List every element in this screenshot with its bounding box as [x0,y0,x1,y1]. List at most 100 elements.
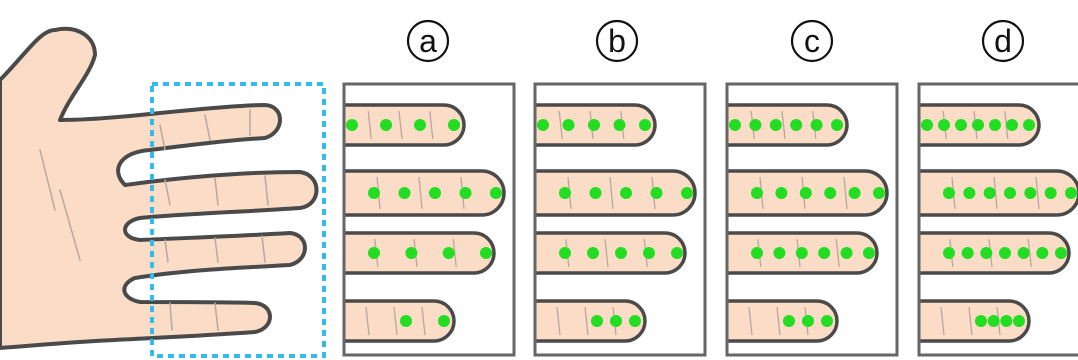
panel-label: d [994,23,1012,59]
crease-line [164,239,169,263]
sensor-dot [438,315,450,327]
sensor-dot [961,247,974,259]
sensor-dot [873,187,885,199]
sensor-dot [975,315,987,327]
sensor-dot [799,187,812,199]
sensor-dot [562,119,575,131]
crease-line [169,302,173,331]
finger-crease [558,110,563,140]
finger-crease [367,110,372,140]
sensor-dot [831,119,843,131]
finger-crease [748,306,753,336]
sensor-dot [671,247,683,259]
sensor-dot [1000,315,1013,327]
sensor-dot [818,247,831,259]
sensor-dot [681,187,693,199]
sensor-dot [775,187,788,199]
sensor-dot [999,247,1011,259]
sensor-dot [1013,315,1025,327]
label-circle [595,19,639,63]
sensor-dot [442,247,455,259]
sensor-dot [429,187,441,199]
sensor-dot [921,119,933,131]
sensor-dot [368,187,380,199]
panel-frame [533,82,707,357]
sensor-dot [783,315,795,327]
sensor-dot [802,315,814,327]
sensor-dot [405,247,418,259]
finger [535,231,687,275]
sensor-dot [368,247,380,259]
finger-crease [1035,176,1040,210]
panel-fingers [535,84,705,355]
finger [344,169,506,217]
sensor-dot [1036,247,1049,259]
sensor-dot [749,119,762,131]
sensor-dot [629,315,641,327]
panel-label: b [608,23,626,59]
finger [344,103,466,147]
sensor-dot [613,119,626,131]
selection-box [150,82,326,358]
sensor-dot [615,247,627,259]
finger-crease [843,176,848,210]
sensor-dot [1044,187,1057,199]
panel-frame [342,82,516,357]
finger [535,299,647,343]
sensor-dot [863,247,875,259]
crease-line [59,189,81,261]
finger-crease [365,306,370,336]
finger-crease [781,110,786,140]
panel-label: c [804,23,820,59]
panel-frame [725,82,899,357]
hand-creases [39,109,269,331]
sensor-dot [346,119,358,131]
crease-line [159,124,166,151]
sensor-dot [380,119,392,131]
panel-d: d [917,19,1078,357]
finger-crease [604,238,609,268]
finger-crease [835,238,840,268]
panel-fingers [344,84,514,355]
sensor-dot [559,187,571,199]
finger-crease [1027,238,1032,268]
panel-fingers [919,84,1078,355]
crease-line [204,114,211,141]
sensor-dot [650,187,663,199]
finger-crease [429,110,434,140]
sensor-dot [773,247,786,259]
panel-a: a [342,19,516,357]
crease-line [214,302,219,331]
finger-crease [584,306,589,336]
sensor-dot [943,247,955,259]
sensor-dot [1055,247,1067,259]
sensor-dot [398,187,411,199]
sensor-dot [943,187,955,199]
sensor-dot [1065,187,1077,199]
finger [727,103,849,147]
finger-crease [452,238,457,268]
finger [344,231,496,275]
sensor-dot [989,119,1001,131]
panel-label: a [419,23,437,59]
crease-line [214,177,219,206]
sensor-dot [972,119,984,131]
finger [535,169,697,217]
sensor-dot [751,247,763,259]
panels: a b c d [342,19,1078,357]
crease-line [164,179,171,206]
finger-crease [393,306,398,336]
sensor-dot [414,119,426,131]
crease-line [264,175,269,206]
sensor-dot [795,247,808,259]
sensor-dot [1017,247,1030,259]
finger-crease [418,176,423,210]
sensor-dot [589,187,602,199]
finger [919,231,1071,275]
panel-b: b [533,19,707,357]
sensor-dot [480,247,492,259]
sensor-dot [987,315,1000,327]
panel-frame [917,82,1078,357]
finger-crease [556,306,561,336]
sensor-dot [1023,119,1035,131]
